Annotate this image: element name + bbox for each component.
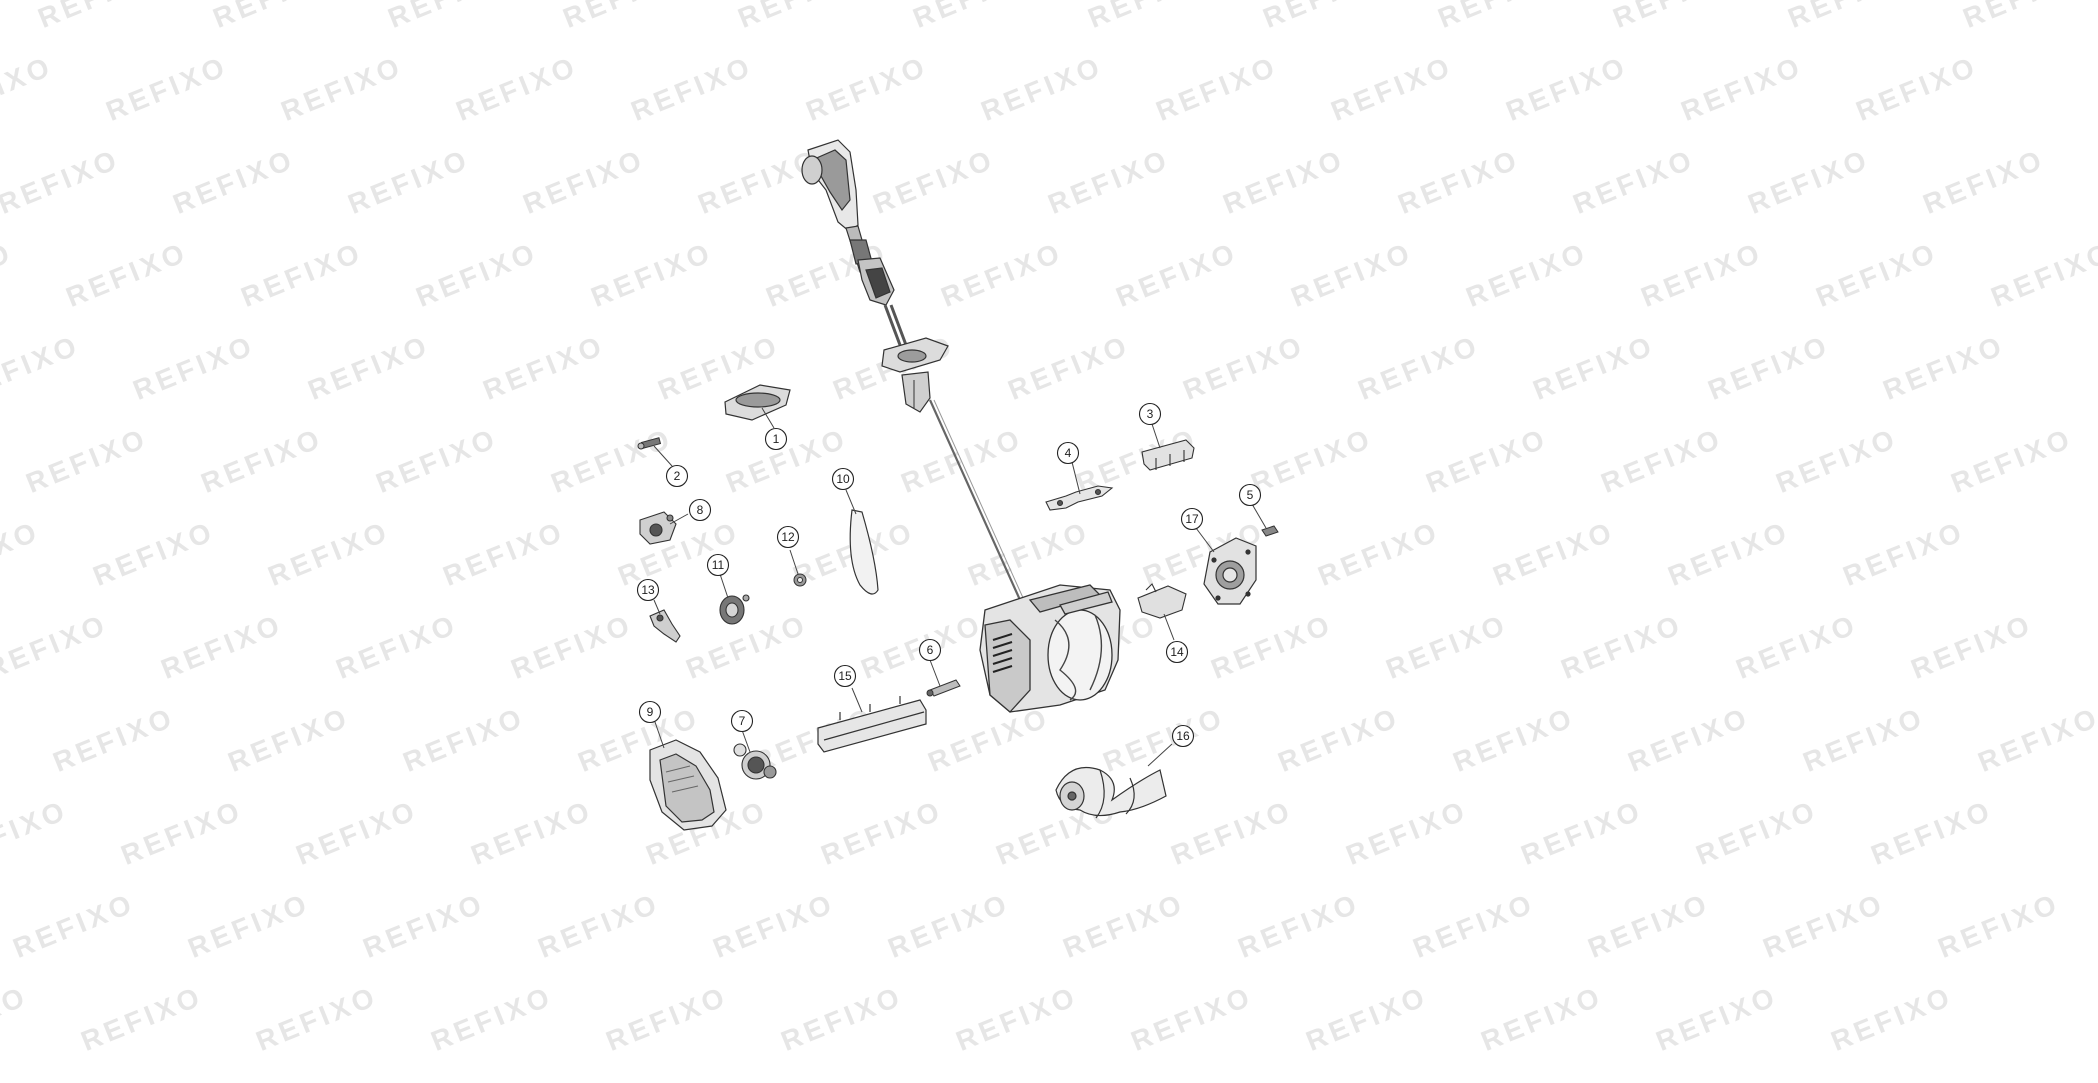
svg-text:13: 13: [641, 583, 655, 597]
callout-15: 15: [833, 664, 857, 688]
svg-text:1: 1: [773, 432, 780, 446]
main-housing: [979, 584, 1121, 713]
callout-7: 7: [730, 709, 754, 733]
leader-lines: [653, 407, 1267, 767]
callout-13: 13: [636, 578, 660, 602]
part-6-pin: [926, 679, 961, 697]
callout-3: 3: [1138, 402, 1162, 426]
callout-14: 14: [1165, 640, 1189, 664]
svg-text:10: 10: [836, 472, 850, 486]
part-9-side-cover: [649, 739, 727, 831]
part-14-cap: [1137, 583, 1187, 619]
callout-9: 9: [638, 700, 662, 724]
callout-17: 17: [1180, 507, 1204, 531]
callout-6: 6: [918, 638, 942, 662]
part-7-gear: [733, 743, 777, 780]
part-15-scraper: [817, 696, 927, 753]
callout-10: 10: [831, 467, 855, 491]
svg-text:7: 7: [739, 714, 746, 728]
svg-text:6: 6: [927, 643, 934, 657]
part-16-auger: [1055, 766, 1167, 819]
svg-text:3: 3: [1147, 407, 1154, 421]
callout-4: 4: [1056, 441, 1080, 465]
part-1-cover: [724, 384, 791, 421]
callouts: 1 2 3 4 5 6 7 8 9 10 11 12 13 14 15 16 1…: [636, 402, 1262, 748]
part-11-pulley: [719, 594, 750, 625]
callout-2: 2: [665, 464, 689, 488]
svg-text:4: 4: [1065, 446, 1072, 460]
svg-text:14: 14: [1170, 645, 1184, 659]
svg-text:16: 16: [1176, 729, 1190, 743]
part-10-belt: [849, 509, 879, 595]
part-12-bearing: [793, 573, 807, 587]
part-13-lever: [649, 609, 681, 643]
callout-5: 5: [1238, 483, 1262, 507]
svg-text:12: 12: [781, 530, 795, 544]
part-5-clip: [1261, 525, 1279, 537]
part-3-bracket: [1141, 439, 1195, 471]
svg-text:8: 8: [697, 503, 704, 517]
part-2-screw: [637, 437, 662, 450]
svg-text:5: 5: [1247, 488, 1254, 502]
callout-8: 8: [688, 498, 712, 522]
svg-text:15: 15: [838, 669, 852, 683]
svg-text:11: 11: [712, 558, 725, 572]
callout-1: 1: [764, 427, 788, 451]
svg-text:17: 17: [1185, 512, 1199, 526]
part-17-gearbox-cover: [1203, 537, 1257, 605]
part-8-switch: [639, 511, 677, 545]
svg-text:2: 2: [674, 469, 681, 483]
part-4-plate: [1045, 485, 1114, 511]
callout-12: 12: [776, 525, 800, 549]
svg-text:9: 9: [647, 705, 654, 719]
callout-16: 16: [1171, 724, 1195, 748]
callout-11: 11: [706, 553, 730, 577]
handle-assembly: [801, 139, 1025, 601]
